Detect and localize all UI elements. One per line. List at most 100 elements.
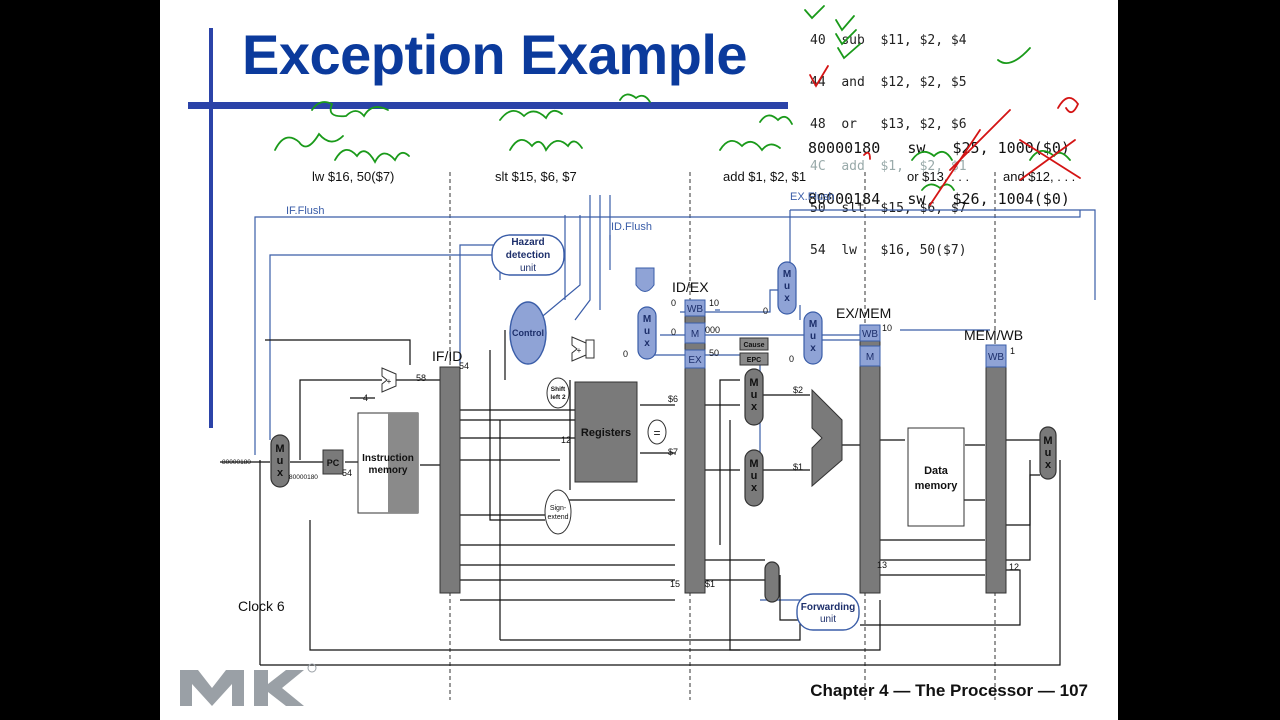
id-ex-m-field xyxy=(684,322,706,344)
value-label: 0 xyxy=(671,298,676,308)
stage-dividers xyxy=(449,172,996,700)
stage-if-instr: lw $16, 50($7) xyxy=(312,169,395,184)
if-flush-label: IF.Flush xyxy=(286,205,325,217)
epc-register xyxy=(739,352,769,366)
forwarding-label-2: unit xyxy=(820,614,836,625)
control-muxes xyxy=(637,261,823,365)
mux-label: x xyxy=(644,338,650,349)
alu-forward-mux-a xyxy=(744,368,764,426)
if-id-label: IF/ID xyxy=(432,348,462,364)
sign-extend-label-2: extend xyxy=(547,514,568,521)
equality-comparator xyxy=(647,419,667,445)
handler-listing: 80000180 sw $25, 1000($0) 80000184 sw $2… xyxy=(808,106,1070,242)
value-label: 0 xyxy=(623,349,628,359)
title-horizontal-rule xyxy=(188,102,788,109)
value-label: 50 xyxy=(709,348,719,358)
id-ex-wb-text: WB xyxy=(687,304,703,315)
mux-label: u xyxy=(751,470,758,482)
mux-label: M xyxy=(1043,435,1052,447)
mux-label: u xyxy=(810,331,816,342)
shift-label-2: left 2 xyxy=(550,394,566,401)
handwritten-annotations xyxy=(274,5,1071,191)
mux-label: M xyxy=(749,458,758,470)
value-label: 80000180 xyxy=(222,459,251,466)
clock-label: Clock 6 xyxy=(238,598,285,614)
mux-label: M xyxy=(749,377,758,389)
code-line-faulting: 4C add $1, $2, $1 xyxy=(810,159,967,174)
branch-target-mux xyxy=(585,339,595,359)
ex-mem-wb-text: WB xyxy=(862,329,878,340)
value-label: 54 xyxy=(342,468,352,478)
value-label: 4 xyxy=(363,393,368,403)
ex-flush-label: EX.Flush xyxy=(790,191,835,203)
mem-wb-wb-text: WB xyxy=(988,352,1004,363)
pipeline-registers xyxy=(439,299,1007,594)
value-label: 12 xyxy=(561,435,571,445)
id-ex-register xyxy=(684,299,706,594)
hazard-label-3: unit xyxy=(520,263,536,274)
dmem-label-2: memory xyxy=(915,480,959,492)
value-label: $1 xyxy=(705,579,715,589)
slide-title: Exception Example xyxy=(242,23,748,86)
mux-label: u xyxy=(1045,447,1052,459)
epc-label: EPC xyxy=(747,357,761,364)
stage-mem-instr: or $13, . . . xyxy=(907,169,970,184)
dmem-label-1: Data xyxy=(924,465,949,477)
id-flush-label: ID.Flush xyxy=(611,221,652,233)
branch-adder-plus: + xyxy=(577,346,582,355)
value-label: 12 xyxy=(1009,562,1019,572)
value-label: $1 xyxy=(793,462,803,472)
control-unit xyxy=(509,301,547,365)
mem-wb-register xyxy=(985,344,1007,594)
cause-register xyxy=(739,337,769,351)
mux-label: M xyxy=(643,314,651,325)
mux-label: M xyxy=(783,269,791,280)
mux-label: x xyxy=(751,482,758,494)
alu-forward-mux-b xyxy=(744,449,764,507)
mem-wb-label: MEM/WB xyxy=(964,327,1023,343)
slide: Exception Example 40 sub $11, $2, $4 44 … xyxy=(160,0,1118,720)
datapath-diagram: IF/ID ID/EX EX/MEM MEM/WB WB M EX WB M W… xyxy=(220,5,1096,700)
value-label: 13 xyxy=(877,560,887,570)
eq-label: = xyxy=(653,426,660,440)
value-label: 1 xyxy=(1010,346,1015,356)
ex-mem-label: EX/MEM xyxy=(836,305,891,321)
alu xyxy=(811,388,843,488)
wb-mux xyxy=(1039,426,1057,480)
reg-dest-mux xyxy=(764,561,780,603)
flush-or-gate xyxy=(635,267,655,292)
mux-label: u xyxy=(644,326,650,337)
ex-flush-mux-1 xyxy=(777,261,797,315)
hazard-label-2: detection xyxy=(506,250,550,261)
id-ex-ex-text: EX xyxy=(688,355,702,366)
handler-line: 80000184 sw $26, 1004($0) xyxy=(808,190,1070,208)
imem-label-2: memory xyxy=(369,465,408,476)
slide-footer: Chapter 4 — The Processor — 107 xyxy=(810,681,1088,700)
forwarding-unit xyxy=(796,593,860,631)
data-muxes xyxy=(270,368,1057,603)
value-label: 80000180 xyxy=(289,474,318,481)
value-label: 58 xyxy=(416,373,426,383)
forwarding-label-1: Forwarding xyxy=(801,602,855,613)
sign-extend-label-1: Sign- xyxy=(550,505,567,512)
mux-label: M xyxy=(275,443,284,455)
mux-label: x xyxy=(784,293,790,304)
id-ex-wb-field xyxy=(684,299,706,317)
value-label: $7 xyxy=(668,447,678,457)
instruction-memory-shade xyxy=(388,413,418,513)
id-ex-m-text: M xyxy=(691,329,699,340)
id-ex-ex-field xyxy=(684,349,706,369)
value-label: $2 xyxy=(793,385,803,395)
mux-label: x xyxy=(277,467,284,479)
pc-adder-plus: + xyxy=(387,377,392,386)
ex-mem-m-text: M xyxy=(866,352,874,363)
pc-adder xyxy=(381,367,397,393)
pc-label: PC xyxy=(327,458,340,468)
code-line: 48 or $13, $2, $6 xyxy=(810,117,967,132)
control-label: Control xyxy=(512,328,544,338)
if-id-register xyxy=(439,366,461,594)
ex-mem-wb-field xyxy=(859,324,881,342)
mem-wb-wb-field xyxy=(985,344,1007,368)
registers-label: Registers xyxy=(581,427,631,439)
pc-source-mux xyxy=(270,434,290,488)
